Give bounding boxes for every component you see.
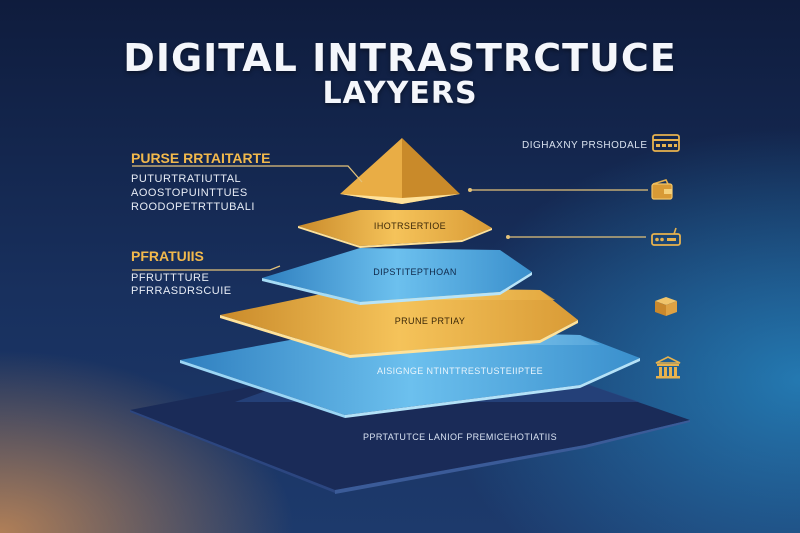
building-icon [654,356,682,385]
title-line-2: LAYYERS [322,76,478,111]
wallet-icon [650,178,676,207]
left-line-1-3: ROODOPETRTTUBALI [131,201,255,213]
left-line-2-2: PFRRASDRSCUIE [131,285,232,297]
router-icon [650,226,682,253]
box-icon [653,295,679,322]
layer-1 [298,210,492,248]
layer-2 [262,248,532,305]
layer-5-label: PPRTATUTCE LANIOF PREMICEHOTIATIIS [363,432,557,442]
pyramid-apex [340,138,460,204]
layer-2-label: DIPSTITEPTHOAN [373,267,457,277]
left-heading-2: PFRATUIIS [131,248,204,264]
connector-lines [132,165,648,271]
layer-1-label: IHOTRSERTIOE [373,221,447,231]
card-icon [652,133,680,158]
right-label: DIGHAXNY PRSHODALE [522,140,648,151]
layer-3-label: PRUNE PRTIAY [394,316,466,326]
left-line-1-2: AOOSTOPUINTTUES [131,187,248,199]
title-line-1: DIGITAL INTRASTRCTUCE [123,36,677,80]
left-line-1-1: PUTURTRATIUTTAL [131,173,242,185]
layer-4-label: AISIGNGE NTINTTRESTUSTEIIPTEE [376,366,544,376]
left-line-2-1: PFRUTTTURE [131,272,210,284]
left-heading-1: PURSE RRTAITARTE [131,150,271,166]
